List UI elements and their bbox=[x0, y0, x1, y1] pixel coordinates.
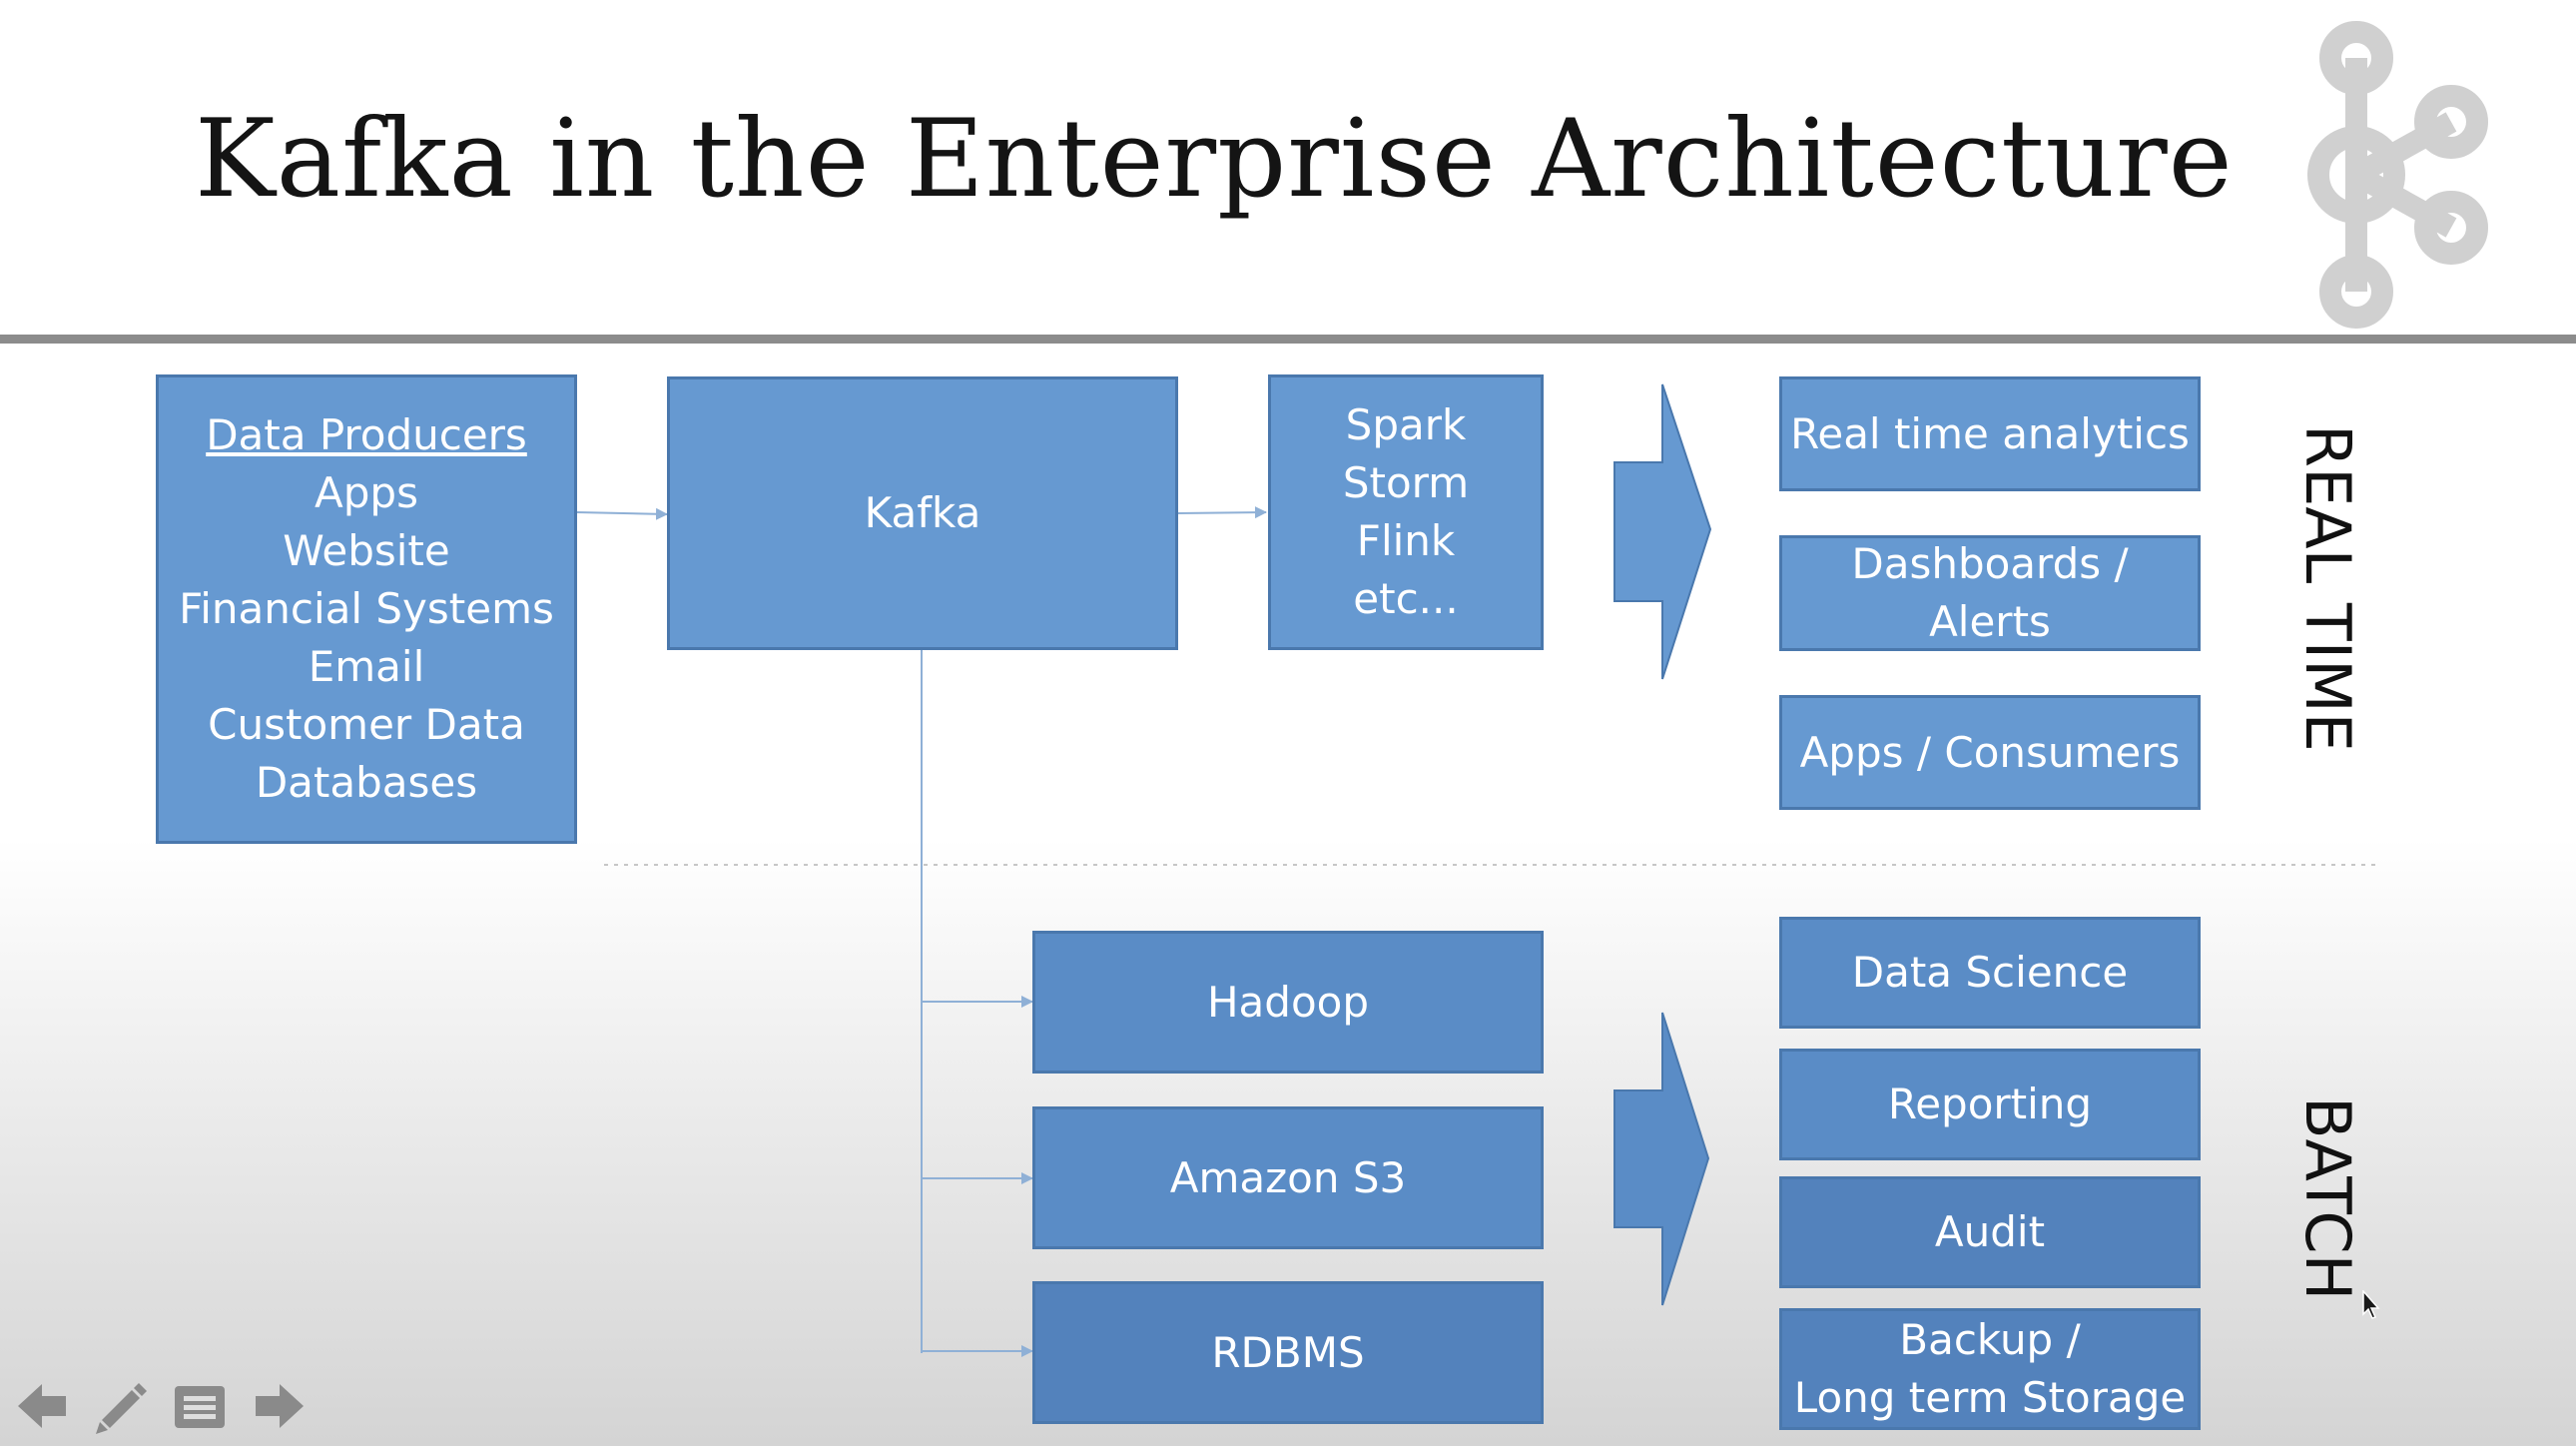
batch-store-box: Hadoop bbox=[1032, 931, 1544, 1074]
stream-processor-item: etc... bbox=[1353, 574, 1459, 623]
mouse-cursor-icon bbox=[2362, 1290, 2380, 1319]
producer-item: Website bbox=[283, 526, 450, 575]
batch-output-box: Data Science bbox=[1779, 917, 2201, 1029]
stream-processors-box: Spark Storm Flink etc... bbox=[1268, 374, 1544, 650]
batch-store-box: Amazon S3 bbox=[1032, 1106, 1544, 1249]
batch-output-label: Data Science bbox=[1851, 948, 2129, 997]
realtime-output-label: Apps / Consumers bbox=[1799, 727, 2181, 777]
batch-output-box: Backup / Long term Storage bbox=[1779, 1308, 2201, 1430]
batch-store-label: Amazon S3 bbox=[1169, 1152, 1407, 1202]
stream-processor-item: Storm bbox=[1342, 458, 1470, 507]
stream-processor-item: Spark bbox=[1345, 400, 1467, 449]
batch-store-label: RDBMS bbox=[1211, 1327, 1365, 1377]
batch-flow-arrow bbox=[1613, 1012, 1710, 1306]
stream-processor-item: Flink bbox=[1356, 516, 1456, 565]
realtime-output-box: Dashboards / Alerts bbox=[1779, 535, 2201, 651]
notes-icon bbox=[175, 1386, 225, 1428]
slide-notes-button[interactable] bbox=[172, 1376, 228, 1436]
batch-store-box: RDBMS bbox=[1032, 1281, 1544, 1424]
real-time-label: REAL TIME bbox=[2291, 424, 2364, 752]
realtime-flow-arrow bbox=[1613, 383, 1712, 680]
batch-output-box: Reporting bbox=[1779, 1049, 2201, 1160]
data-producers-box: Data Producers Apps Website Financial Sy… bbox=[156, 374, 577, 844]
realtime-output-label: Dashboards / bbox=[1851, 539, 2129, 588]
arrow-right-icon bbox=[256, 1384, 304, 1428]
producer-item: Customer Data bbox=[208, 700, 525, 749]
producers-to-kafka-arrow bbox=[576, 507, 668, 520]
realtime-output-label: Real time analytics bbox=[1790, 408, 2190, 458]
arrow-left-icon bbox=[18, 1384, 66, 1428]
title-divider bbox=[0, 335, 2576, 344]
realtime-output-box: Apps / Consumers bbox=[1779, 695, 2201, 810]
pen-tool-button[interactable] bbox=[92, 1376, 152, 1436]
previous-slide-button[interactable] bbox=[14, 1376, 70, 1436]
slide-title: Kafka in the Enterprise Architecture bbox=[195, 97, 2234, 222]
realtime-output-box: Real time analytics bbox=[1779, 376, 2201, 491]
kafka-logo-icon bbox=[2307, 21, 2488, 329]
realtime-output-label: Alerts bbox=[1929, 597, 2051, 646]
next-slide-button[interactable] bbox=[252, 1376, 308, 1436]
pen-icon bbox=[96, 1383, 147, 1434]
batch-output-label: Backup / bbox=[1899, 1315, 2081, 1364]
kafka-to-stream-arrow bbox=[1177, 506, 1267, 519]
producer-item: Email bbox=[308, 642, 425, 691]
producer-item: Financial Systems bbox=[179, 584, 554, 633]
batch-output-label: Long term Storage bbox=[1793, 1373, 2187, 1422]
batch-output-label: Reporting bbox=[1887, 1080, 2093, 1128]
batch-label: BATCH bbox=[2291, 1096, 2364, 1301]
batch-store-label: Hadoop bbox=[1206, 977, 1370, 1027]
data-producers-heading: Data Producers bbox=[206, 410, 527, 459]
producer-item: Apps bbox=[315, 468, 418, 517]
batch-output-box: Audit bbox=[1779, 1176, 2201, 1288]
producer-item: Databases bbox=[255, 758, 478, 807]
kafka-box: Kafka bbox=[667, 376, 1178, 650]
kafka-label: Kafka bbox=[864, 488, 981, 537]
batch-output-label: Audit bbox=[1934, 1207, 2046, 1256]
